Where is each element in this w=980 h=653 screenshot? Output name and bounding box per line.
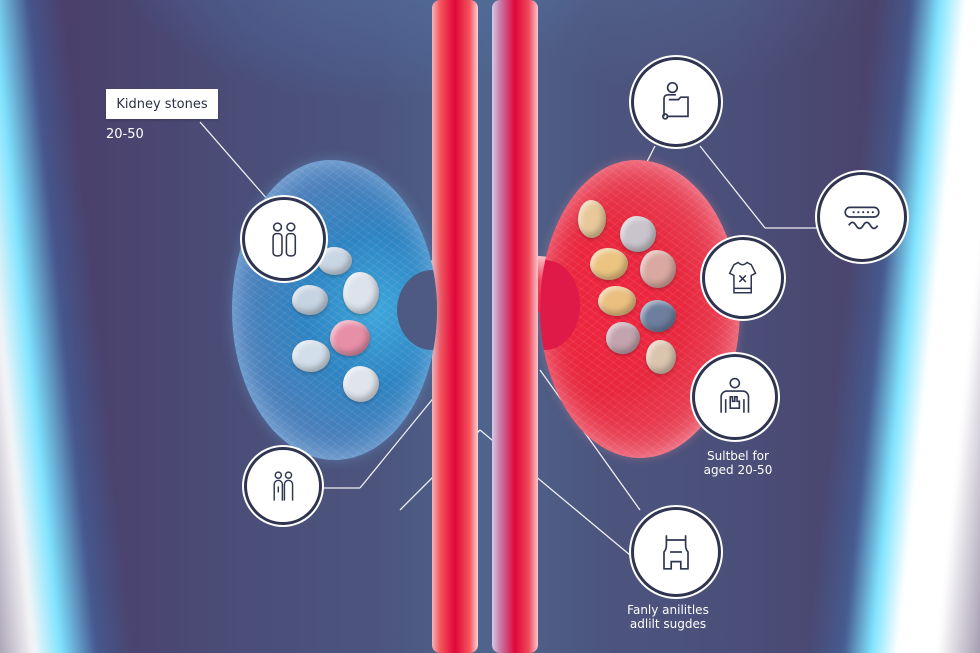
vena-cava	[492, 0, 538, 653]
stone	[640, 250, 676, 288]
stone	[606, 322, 640, 354]
icon-shirt[interactable]	[705, 240, 781, 316]
age-range-label: 20-50	[106, 127, 144, 142]
icon-person-hand[interactable]	[695, 357, 775, 437]
person-hand-icon	[720, 377, 750, 413]
stone	[330, 320, 370, 356]
stone	[640, 300, 676, 332]
stone	[292, 285, 328, 315]
aorta	[432, 0, 478, 653]
measuring-device-icon	[844, 206, 880, 230]
stone	[598, 286, 636, 316]
suitable-for-line1: Sultbel for	[707, 449, 769, 463]
torso-glow-right	[800, 0, 980, 653]
family-adult-line2: adlilt sugdes	[629, 617, 707, 631]
couple-icon	[273, 470, 293, 501]
title-label: Kidney stones	[106, 89, 218, 119]
two-people-icon	[272, 222, 296, 257]
stone	[343, 272, 379, 314]
suitable-for-line2: aged 20-50	[703, 463, 773, 477]
icon-couple[interactable]	[247, 450, 319, 522]
stone	[292, 340, 330, 372]
stone	[620, 216, 656, 252]
icon-measuring-device[interactable]	[820, 175, 904, 259]
family-adult-line1: Fanly anilitles	[627, 603, 709, 617]
stone	[590, 248, 628, 280]
shirt-icon	[729, 261, 757, 294]
family-adult-label: Fanly anilitles adlilt sugdes	[598, 603, 738, 631]
icon-apron[interactable]	[634, 510, 718, 594]
icon-person-folder[interactable]	[634, 60, 718, 144]
stone	[578, 200, 606, 238]
person-folder-icon	[661, 81, 689, 120]
apron-icon	[663, 535, 689, 570]
title-label-text: Kidney stones	[116, 96, 208, 112]
stone	[343, 366, 379, 402]
stone	[318, 247, 352, 275]
suitable-for-label: Sultbel for aged 20-50	[688, 449, 788, 477]
stone	[646, 340, 676, 374]
icon-two-people[interactable]	[245, 200, 323, 278]
